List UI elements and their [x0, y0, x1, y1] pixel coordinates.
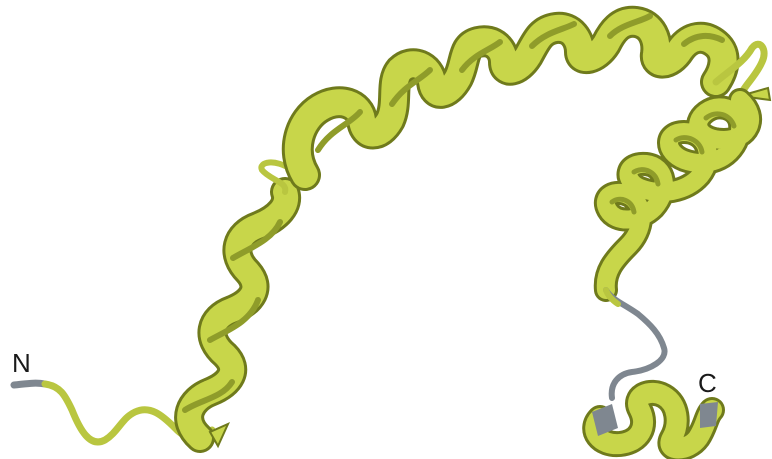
c-terminus-label: C [698, 368, 717, 398]
c-terminal-grey-end [700, 402, 718, 428]
n-terminus-label: N [12, 348, 31, 378]
n-terminal-coil-grey [14, 383, 45, 385]
